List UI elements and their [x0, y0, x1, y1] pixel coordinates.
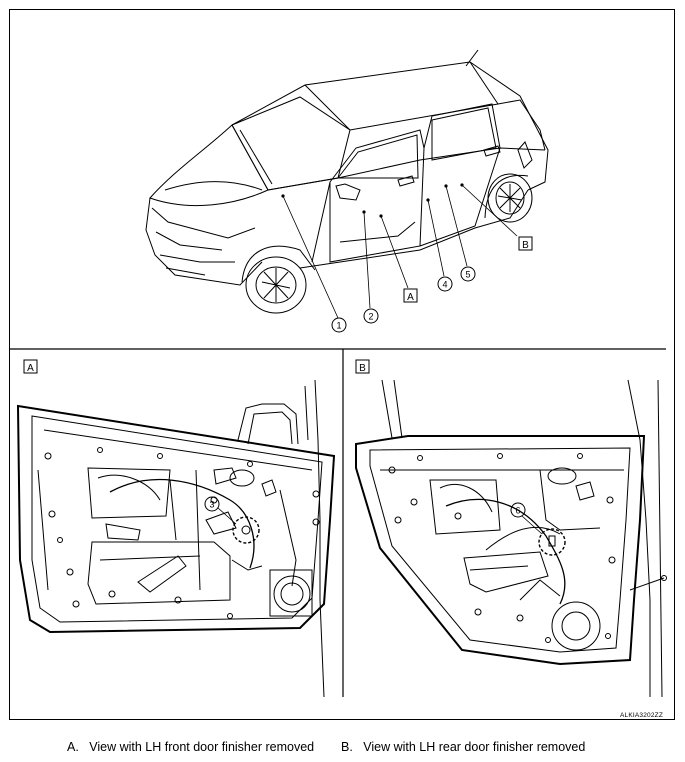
- figure-code: ALKIA3202ZZ: [619, 712, 663, 719]
- view-tag-b-overview-label: B: [522, 240, 529, 251]
- view-tag-b-label: B: [359, 363, 366, 374]
- caption-a-text: View with LH front door finisher removed: [89, 740, 315, 754]
- view-tag-a-overview-label: A: [407, 292, 414, 303]
- callout-6-label: 6: [515, 506, 520, 516]
- caption-a: A. View with LH front door finisher remo…: [67, 740, 314, 754]
- caption-b-letter: B.: [341, 740, 353, 754]
- caption-a-letter: A.: [67, 740, 79, 754]
- callout-5-label: 5: [465, 270, 470, 280]
- callout-1: 1: [331, 317, 347, 333]
- caption-b-text: View with LH rear door finisher removed: [363, 740, 586, 754]
- rear-door-panel: [355, 379, 667, 698]
- callout-3-label: 3: [209, 500, 214, 510]
- view-tag-a-overview: A: [403, 288, 418, 303]
- front-door-panel: [16, 379, 336, 698]
- callout-5: 5: [460, 266, 476, 282]
- overview-leader-dots: [281, 183, 464, 218]
- view-tag-b-overview: B: [518, 236, 533, 251]
- overview-leader-lines: [282, 184, 518, 319]
- callout-1-label: 1: [336, 321, 341, 331]
- view-tag-a-label: A: [27, 363, 34, 374]
- view-tag-a: A: [23, 359, 38, 374]
- figure-frame: [9, 9, 675, 720]
- callout-4-label: 4: [442, 280, 447, 290]
- caption-b: B. View with LH rear door finisher remov…: [341, 740, 585, 754]
- view-tag-b: B: [355, 359, 370, 374]
- callout-2-label: 2: [368, 312, 373, 322]
- callout-2: 2: [363, 308, 379, 324]
- callout-4: 4: [437, 276, 453, 292]
- callout-3: 3: [204, 496, 237, 525]
- vehicle-illustration: [145, 49, 549, 314]
- callout-6: 6: [510, 502, 543, 535]
